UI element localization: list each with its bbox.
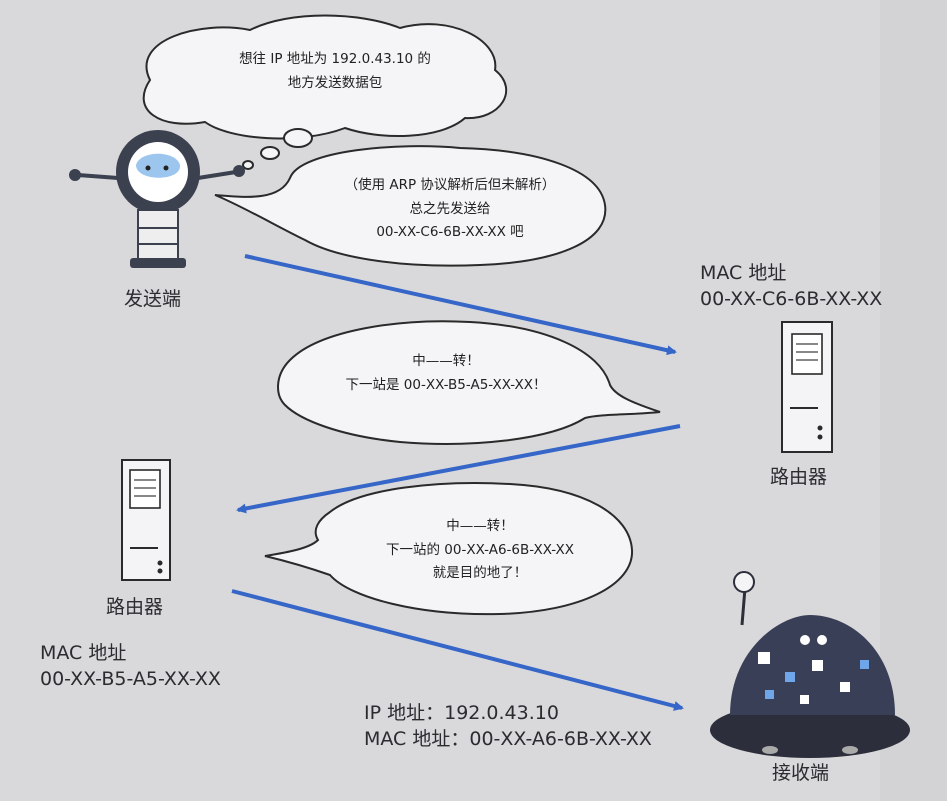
router2-mac-title: MAC 地址: [40, 642, 127, 664]
router2-label: 路由器: [106, 596, 164, 618]
arp-line-1: （使用 ARP 协议解析后但未解析）: [344, 177, 556, 193]
thought-bubble-intent: [142, 14, 508, 170]
relay1-line-1: 中——转！: [412, 353, 480, 369]
sender-robot: [69, 130, 245, 268]
relay2-line-1: 中——转！: [446, 518, 514, 534]
receiver-robot: [710, 571, 910, 758]
router2-mac-value: 00-XX-B5-A5-XX-XX: [40, 668, 221, 690]
receiver-ip-line: IP 地址：192.0.43.10: [364, 702, 559, 724]
relay2-line-2: 下一站的 00-XX-A6-6B-XX-XX: [385, 541, 574, 558]
router1-label: 路由器: [770, 466, 828, 488]
intent-line-2: 地方发送数据包: [287, 74, 383, 91]
arrow-router1-to-router2: [236, 424, 681, 514]
intent-bubble-text: 想往 IP 地址为 192.0.43.10 的 地方发送数据包: [190, 48, 480, 95]
router1-mac-title: MAC 地址: [700, 262, 787, 284]
router1-mac-value: 00-XX-C6-6B-XX-XX: [700, 288, 883, 310]
router-right-device: [781, 321, 833, 453]
arp-bubble-text: （使用 ARP 协议解析后但未解析） 总之先发送给 00-XX-C6-6B-XX…: [300, 174, 600, 245]
speech-bubble-relay-2: [264, 482, 634, 616]
relay2-line-3: 就是目的地了！: [432, 565, 528, 582]
sender-label: 发送端: [124, 288, 182, 310]
receiver-label: 接收端: [772, 762, 830, 784]
relay1-bubble-text: 中——转！ 下一站是 00-XX-B5-A5-XX-XX！: [296, 350, 596, 397]
relay2-bubble-text: 中——转！ 下一站的 00-XX-A6-6B-XX-XX 就是目的地了！: [330, 515, 630, 586]
relay1-line-2: 下一站是 00-XX-B5-A5-XX-XX！: [345, 376, 547, 393]
router-left-device: [121, 459, 171, 581]
receiver-mac-line: MAC 地址：00-XX-A6-6B-XX-XX: [364, 728, 652, 750]
arp-line-2: 总之先发送给: [409, 200, 491, 217]
arrow-router2-to-receiver: [231, 589, 684, 711]
arp-line-3: 00-XX-C6-6B-XX-XX 吧: [376, 224, 524, 241]
intent-line-1: 想往 IP 地址为 192.0.43.10 的: [239, 51, 431, 67]
arrow-sender-to-router1: [244, 254, 677, 356]
speech-bubble-relay-1: [277, 320, 661, 445]
speech-bubble-arp: [214, 145, 607, 267]
